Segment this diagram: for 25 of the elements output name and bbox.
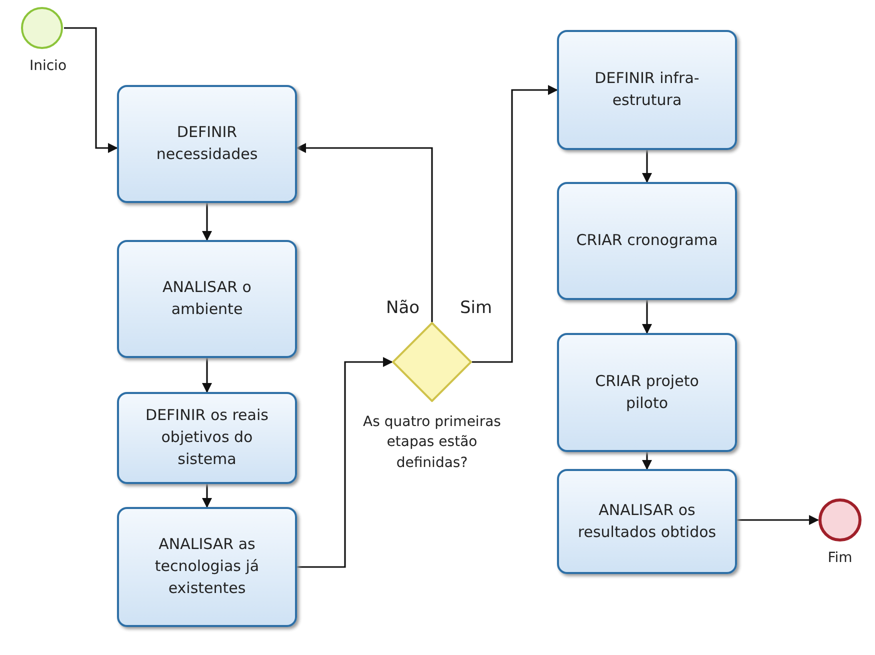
end-event-circle [818,498,862,542]
arrow [642,150,652,183]
node-caption: As quatro primeiras etapas estão definidas? [362,413,502,473]
task-box: DEFINIR necessidades [117,85,297,203]
decision-diamond [392,322,472,402]
task-box: ANALISAR os resultados obtidos [557,469,737,574]
arrow [64,27,118,153]
node-caption: Inicio [28,57,68,76]
arrow [297,357,393,568]
task-box: CRIAR cronograma [557,182,737,300]
arrow [202,358,212,393]
start-event-circle [20,6,64,50]
arrow [642,452,652,470]
arrow [472,85,558,363]
arrow [296,143,433,322]
task-box: DEFINIR os reais objetivos do sistema [117,392,297,484]
task-box: CRIAR projeto piloto [557,333,737,452]
task-box: DEFINIR infra-estrutura [557,30,737,150]
node-caption: Fim [826,549,854,568]
arrow [202,203,212,241]
task-box: ANALISAR as tecnologias já existentes [117,507,297,627]
task-box: ANALISAR o ambiente [117,240,297,358]
arrow [737,515,819,525]
arrow [642,300,652,334]
arrow [202,484,212,508]
